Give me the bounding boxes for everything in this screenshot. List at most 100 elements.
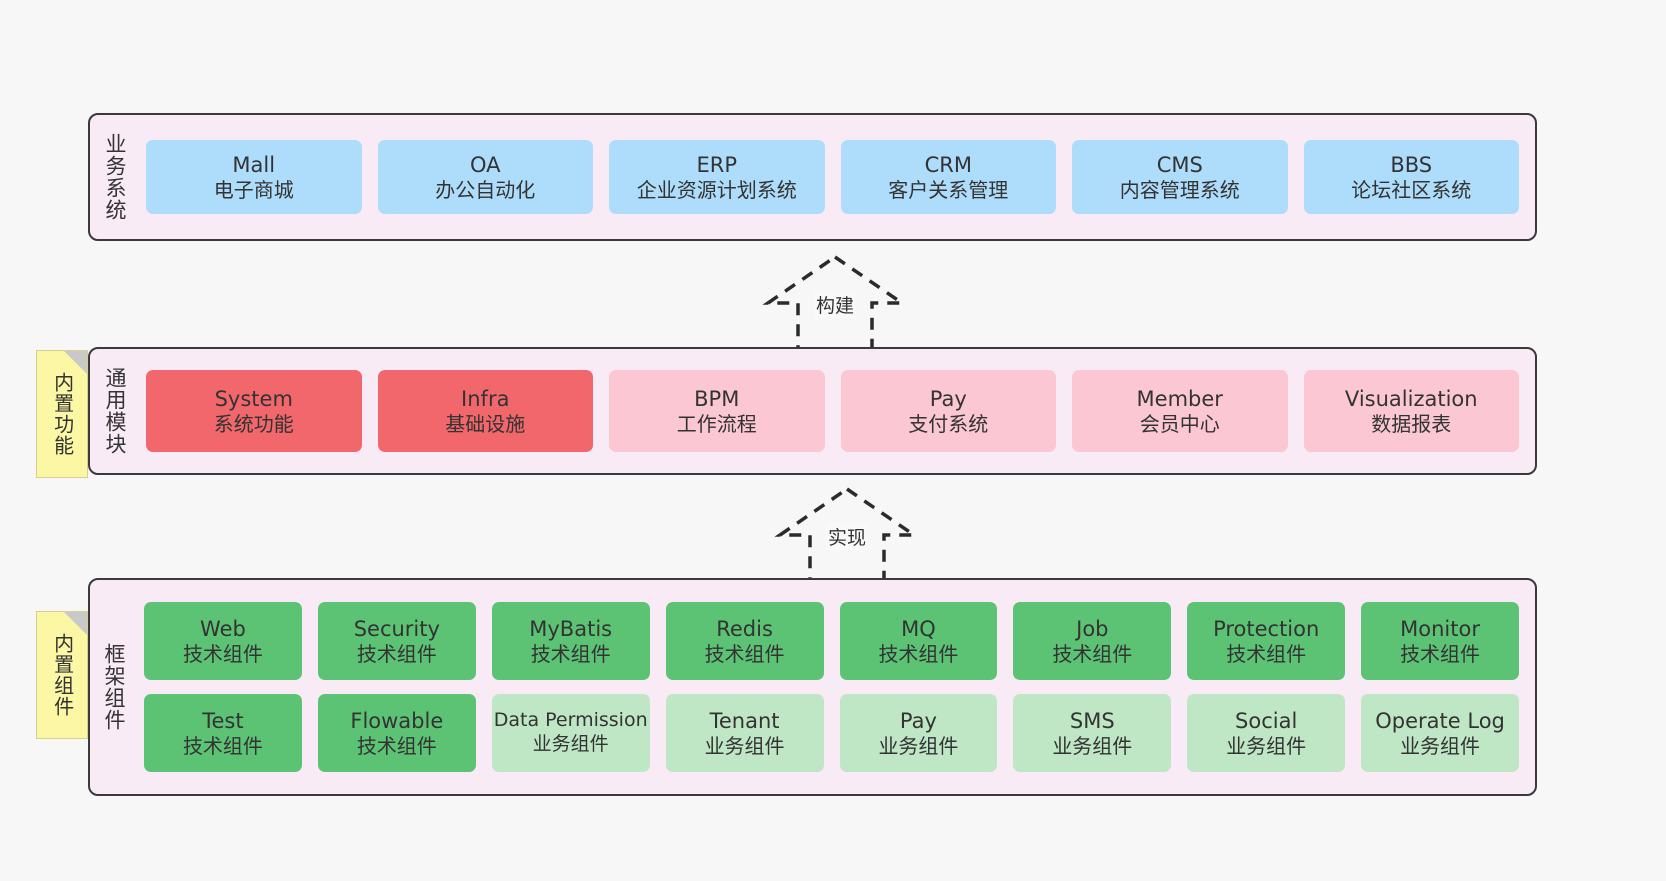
box-mybatis[interactable]: MyBatis 技术组件 bbox=[491, 602, 650, 680]
box-title: Infra bbox=[461, 386, 510, 411]
note-fold-corner-icon bbox=[64, 351, 87, 374]
box-title: Protection bbox=[1213, 616, 1320, 641]
box-mall[interactable]: Mall 电子商城 bbox=[146, 140, 362, 214]
layer-common-modules: 通用模块 System 系统功能 Infra 基础设施 BPM 工作流程 Pay… bbox=[88, 347, 1537, 475]
box-title: Operate Log bbox=[1375, 708, 1505, 733]
box-subtitle: 技术组件 bbox=[182, 641, 263, 666]
box-subtitle: 业务组件 bbox=[1400, 733, 1481, 758]
box-title: System bbox=[214, 386, 293, 411]
box-bbs[interactable]: BBS 论坛社区系统 bbox=[1303, 140, 1519, 214]
box-subtitle: 业务组件 bbox=[704, 733, 785, 758]
box-title: MyBatis bbox=[529, 616, 613, 641]
box-subtitle: 基础设施 bbox=[445, 411, 526, 436]
box-title: Redis bbox=[716, 616, 773, 641]
box-security[interactable]: Security 技术组件 bbox=[317, 602, 476, 680]
box-monitor[interactable]: Monitor 技术组件 bbox=[1361, 602, 1519, 680]
box-title: OA bbox=[469, 152, 501, 177]
box-subtitle: 企业资源计划系统 bbox=[636, 177, 797, 202]
box-title: Monitor bbox=[1400, 616, 1480, 641]
box-job[interactable]: Job 技术组件 bbox=[1013, 602, 1172, 680]
box-infra[interactable]: Infra 基础设施 bbox=[377, 370, 593, 452]
layer-title-business-systems: 业务系统 bbox=[102, 133, 127, 221]
layer-body-framework-components: Web 技术组件 Security 技术组件 MyBatis 技术组件 Redi… bbox=[136, 580, 1535, 794]
box-subtitle: 技术组件 bbox=[182, 733, 263, 758]
box-member[interactable]: Member 会员中心 bbox=[1072, 370, 1288, 452]
box-subtitle: 业务组件 bbox=[878, 733, 959, 758]
build-arrow: 构建 bbox=[760, 254, 910, 355]
box-pay-module[interactable]: Pay 支付系统 bbox=[840, 370, 1056, 452]
box-subtitle: 客户关系管理 bbox=[888, 177, 1009, 202]
tech-components-row: Web 技术组件 Security 技术组件 MyBatis 技术组件 Redi… bbox=[144, 602, 1519, 680]
box-subtitle: 论坛社区系统 bbox=[1351, 177, 1472, 202]
box-pay-component[interactable]: Pay 业务组件 bbox=[839, 694, 998, 772]
box-erp[interactable]: ERP 企业资源计划系统 bbox=[609, 140, 825, 214]
box-title: Tenant bbox=[709, 708, 780, 733]
box-crm[interactable]: CRM 客户关系管理 bbox=[840, 140, 1056, 214]
box-subtitle: 技术组件 bbox=[878, 641, 959, 666]
box-title: MQ bbox=[901, 616, 936, 641]
box-subtitle: 业务组件 bbox=[1226, 733, 1307, 758]
box-subtitle: 技术组件 bbox=[1400, 641, 1481, 666]
box-subtitle: 内容管理系统 bbox=[1119, 177, 1240, 202]
box-title: Job bbox=[1076, 616, 1109, 641]
box-mq[interactable]: MQ 技术组件 bbox=[839, 602, 998, 680]
box-subtitle: 办公自动化 bbox=[435, 177, 536, 202]
layer-framework-components: 框架组件 Web 技术组件 Security 技术组件 MyBatis 技术组件… bbox=[88, 578, 1537, 796]
box-title: Pay bbox=[899, 708, 937, 733]
box-tenant[interactable]: Tenant 业务组件 bbox=[665, 694, 824, 772]
box-subtitle: 技术组件 bbox=[1226, 641, 1307, 666]
box-redis[interactable]: Redis 技术组件 bbox=[665, 602, 824, 680]
builtin-function-note-label: 内置功能 bbox=[50, 372, 75, 456]
box-title: CMS bbox=[1156, 152, 1203, 177]
box-social[interactable]: Social 业务组件 bbox=[1187, 694, 1346, 772]
box-subtitle: 业务组件 bbox=[532, 733, 609, 755]
box-subtitle: 会员中心 bbox=[1139, 411, 1220, 436]
box-subtitle: 技术组件 bbox=[356, 641, 437, 666]
box-subtitle: 数据报表 bbox=[1371, 411, 1452, 436]
box-cms[interactable]: CMS 内容管理系统 bbox=[1072, 140, 1288, 214]
box-subtitle: 电子商城 bbox=[213, 177, 294, 202]
box-subtitle: 技术组件 bbox=[1052, 641, 1133, 666]
box-title: BPM bbox=[694, 386, 740, 411]
box-sms[interactable]: SMS 业务组件 bbox=[1013, 694, 1172, 772]
box-visualization[interactable]: Visualization 数据报表 bbox=[1303, 370, 1519, 452]
box-system[interactable]: System 系统功能 bbox=[146, 370, 362, 452]
box-title: Test bbox=[202, 708, 244, 733]
builtin-component-note-label: 内置组件 bbox=[50, 633, 75, 717]
box-test[interactable]: Test 技术组件 bbox=[144, 694, 302, 772]
implement-arrow-label: 实现 bbox=[825, 523, 869, 550]
box-title: Pay bbox=[929, 386, 967, 411]
layer-title-common-modules: 通用模块 bbox=[102, 367, 127, 455]
box-title: Social bbox=[1235, 708, 1298, 733]
box-operate-log[interactable]: Operate Log 业务组件 bbox=[1361, 694, 1519, 772]
box-protection[interactable]: Protection 技术组件 bbox=[1187, 602, 1346, 680]
build-arrow-label: 构建 bbox=[813, 291, 857, 318]
box-title: Visualization bbox=[1344, 386, 1478, 411]
box-title: CRM bbox=[924, 152, 972, 177]
implement-arrow: 实现 bbox=[772, 486, 922, 587]
box-flowable[interactable]: Flowable 技术组件 bbox=[317, 694, 476, 772]
box-subtitle: 业务组件 bbox=[1052, 733, 1133, 758]
box-title: Member bbox=[1136, 386, 1223, 411]
layer-body-common-modules: System 系统功能 Infra 基础设施 BPM 工作流程 Pay 支付系统… bbox=[138, 349, 1535, 473]
box-data-permission[interactable]: Data Permission 业务组件 bbox=[491, 694, 650, 772]
box-title: Security bbox=[353, 616, 440, 641]
box-title: BBS bbox=[1390, 152, 1433, 177]
box-title: SMS bbox=[1069, 708, 1115, 733]
layer-body-business-systems: Mall 电子商城 OA 办公自动化 ERP 企业资源计划系统 CRM 客户关系… bbox=[138, 115, 1535, 239]
box-subtitle: 技术组件 bbox=[356, 733, 437, 758]
box-subtitle: 技术组件 bbox=[530, 641, 611, 666]
box-subtitle: 支付系统 bbox=[908, 411, 989, 436]
note-fold-corner-icon bbox=[64, 612, 87, 635]
box-web[interactable]: Web 技术组件 bbox=[144, 602, 302, 680]
box-bpm[interactable]: BPM 工作流程 bbox=[609, 370, 825, 452]
layer-business-systems: 业务系统 Mall 电子商城 OA 办公自动化 ERP 企业资源计划系统 CRM… bbox=[88, 113, 1537, 241]
layer-title-framework-components: 框架组件 bbox=[101, 643, 126, 731]
box-subtitle: 工作流程 bbox=[676, 411, 757, 436]
box-subtitle: 系统功能 bbox=[213, 411, 294, 436]
box-oa[interactable]: OA 办公自动化 bbox=[377, 140, 593, 214]
box-title: Data Permission bbox=[493, 709, 648, 732]
box-title: Web bbox=[200, 616, 246, 641]
builtin-function-note: 内置功能 bbox=[36, 350, 88, 478]
